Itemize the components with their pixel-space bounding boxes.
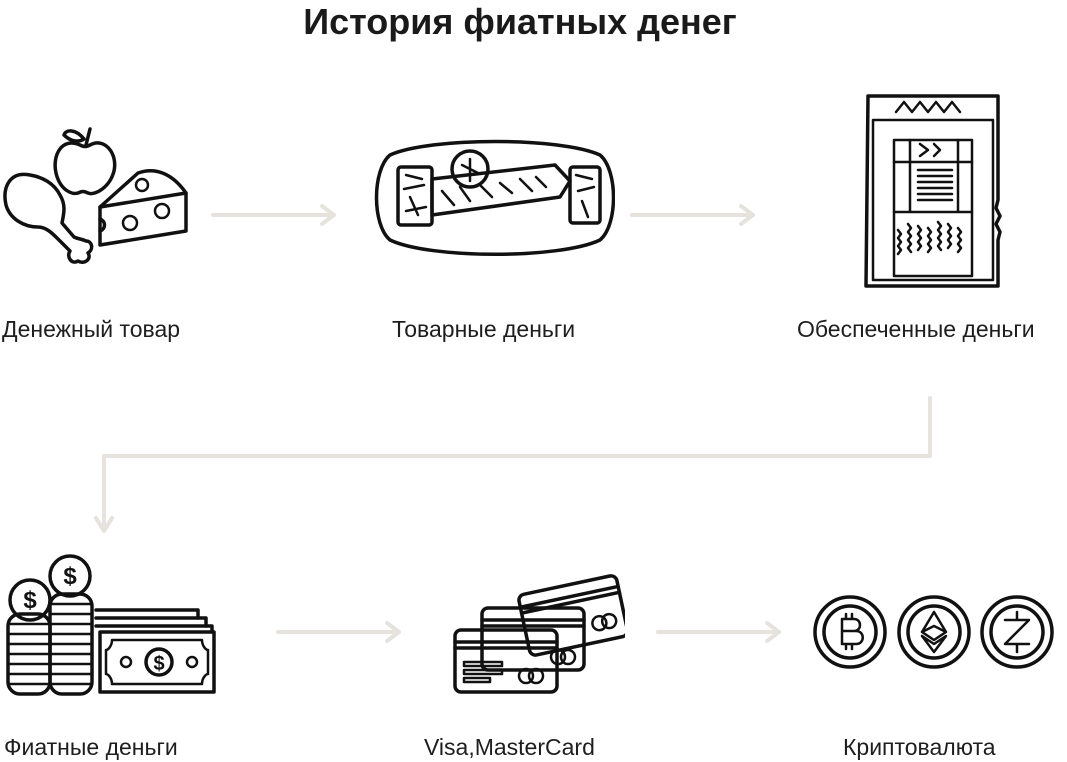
coins-and-banknotes-icon: $ $ $: [6, 554, 216, 696]
arrow-stage3-to-stage4: [94, 396, 932, 533]
bitcoin-icon: [813, 595, 887, 669]
stage-label-fiat-money: Фиатные деньги: [4, 734, 178, 760]
food-commodities-icon: [3, 127, 188, 265]
card-middle: [480, 606, 586, 672]
card-back: [517, 574, 625, 657]
banknote-stack: $: [94, 608, 216, 694]
ethereum-icon: [897, 595, 971, 669]
arrow-stage1-to-stage2: [211, 204, 336, 226]
credit-cards-icon: [453, 574, 625, 694]
crypto-coins-icon: [813, 595, 1054, 669]
zcash-icon: [980, 595, 1054, 669]
stage-label-crypto: Криптовалюта: [843, 734, 996, 760]
card-front: [453, 628, 559, 694]
coin-stack-left: $: [6, 578, 52, 696]
svg-text:$: $: [153, 653, 164, 675]
arrow-stage5-to-stage6: [656, 621, 781, 643]
svg-text:$: $: [23, 587, 37, 614]
coin-stack-right: $: [48, 554, 94, 696]
stage-label-backed-money: Обеспеченные деньги: [797, 316, 1035, 342]
arrow-stage4-to-stage5: [276, 621, 401, 643]
stage-label-commodity-money: Товарные деньги: [392, 316, 576, 342]
stage-label-money-commodity: Денежный товар: [2, 316, 181, 342]
paper-note-icon: [864, 94, 1002, 288]
ancient-coin-icon: [374, 139, 615, 256]
page-title: История фиатных денег: [303, 1, 737, 42]
stage-label-cards: Visa,MasterCard: [424, 734, 595, 760]
arrow-stage2-to-stage3: [630, 204, 755, 226]
svg-text:$: $: [63, 563, 77, 590]
